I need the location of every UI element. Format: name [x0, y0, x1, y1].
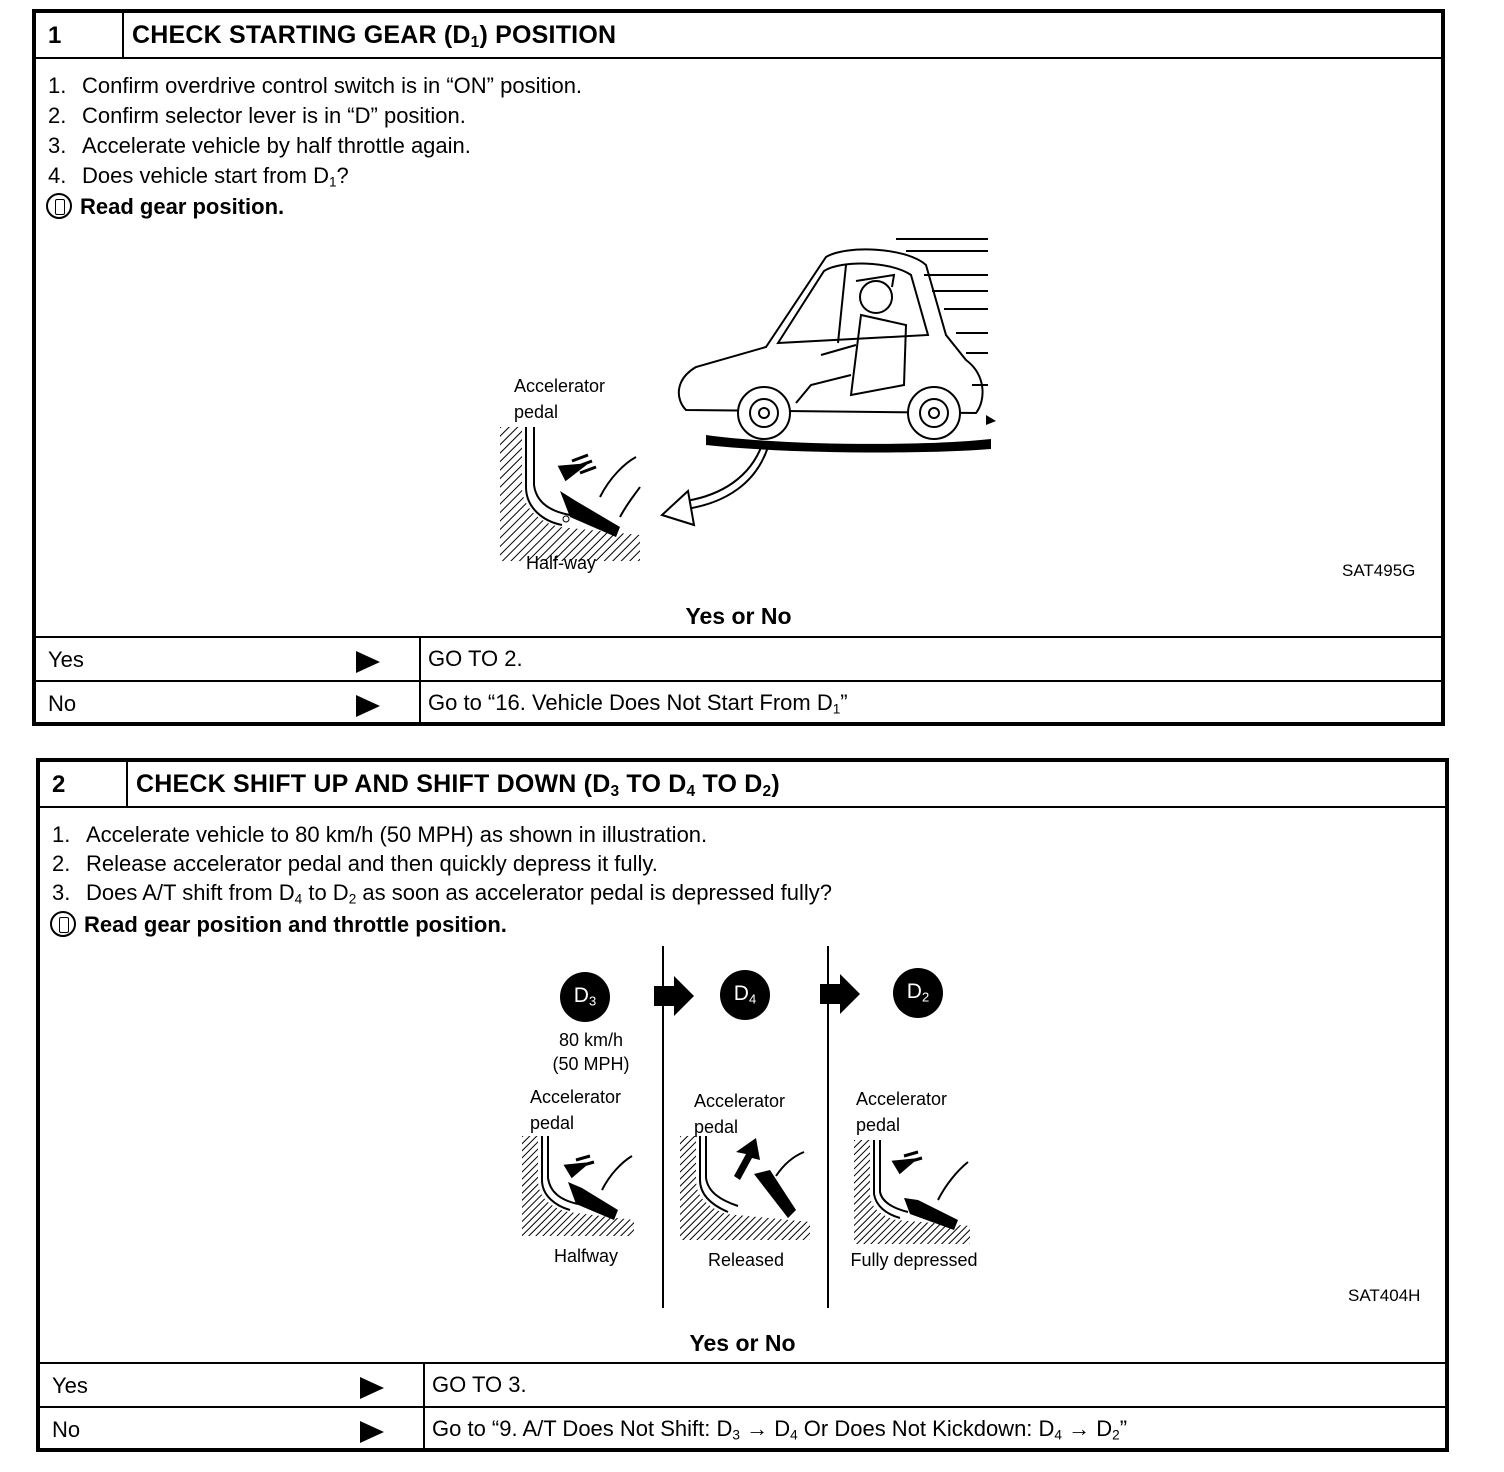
arrow-right-icon: [360, 1377, 384, 1399]
shift-arrow-icon: [654, 976, 694, 1016]
consult-icon: [46, 193, 72, 219]
answer-action: GO TO 3.: [432, 1372, 527, 1397]
instruction-item: 1.Confirm overdrive control switch is in…: [48, 73, 583, 98]
pedal-state-label: Fully depressed: [850, 1250, 978, 1270]
row-divider: [419, 638, 421, 680]
arrow-right-icon: [356, 695, 380, 717]
figure-code: SAT495G: [1342, 561, 1416, 580]
speed-label: 80 km/h(50 MPH): [552, 1030, 630, 1074]
arrow-right-icon: [360, 1421, 384, 1443]
answer-row-no[interactable]: No Go to “16. Vehicle Does Not Start Fro…: [36, 680, 1441, 724]
consult-icon: [50, 911, 76, 937]
figure-divider: [662, 946, 664, 1308]
answer-action: Go to “9. A/T Does Not Shift: D3 → D4 Or…: [432, 1416, 1128, 1443]
pedal-state-label: Released: [707, 1250, 785, 1270]
consult-read-instruction: Read gear position.: [46, 193, 284, 220]
step-number: 2: [52, 771, 66, 798]
row-divider: [419, 682, 421, 724]
instruction-item: 2.Release accelerator pedal and then qui…: [52, 851, 658, 876]
answer-label: No: [52, 1417, 81, 1442]
instruction-item: 2.Confirm selector lever is in “D” posit…: [48, 103, 466, 128]
step-2-header: 2 CHECK SHIFT UP AND SHIFT DOWN (D3 TO D…: [40, 762, 1445, 808]
answer-action: Go to “16. Vehicle Does Not Start From D…: [428, 690, 848, 717]
figure-divider: [827, 946, 829, 1308]
answer-label: No: [48, 691, 77, 716]
shift-arrow-icon: [820, 974, 860, 1014]
row-divider: [423, 1364, 425, 1406]
figure-code: SAT404H: [1348, 1286, 1421, 1305]
car-illustration: [677, 238, 996, 453]
step-title: CHECK SHIFT UP AND SHIFT DOWN (D3 TO D4 …: [136, 770, 780, 800]
step-1-panel: 1 CHECK STARTING GEAR (D1) POSITION 1.Co…: [32, 9, 1445, 726]
gear-d4-badge: D4: [720, 970, 770, 1020]
step-number: 1: [48, 22, 62, 49]
step-title: CHECK STARTING GEAR (D1) POSITION: [132, 21, 617, 51]
instruction-item: 1.Accelerate vehicle to 80 km/h (50 MPH)…: [52, 822, 708, 847]
answer-label: Yes: [52, 1373, 88, 1398]
row-divider: [423, 1408, 425, 1450]
header-divider: [126, 762, 128, 806]
pedal-state-label: Halfway: [553, 1246, 619, 1266]
curved-arrow: [660, 444, 769, 527]
consult-read-instruction: Read gear position and throttle position…: [50, 911, 507, 938]
answer-row-yes[interactable]: Yes GO TO 2.: [36, 636, 1441, 680]
answer-row-yes[interactable]: Yes GO TO 3.: [40, 1362, 1445, 1406]
instruction-item: 3.Does A/T shift from D4 to D2 as soon a…: [52, 880, 832, 907]
instruction-item: 3.Accelerate vehicle by half throttle ag…: [48, 133, 471, 158]
pedal-fully-depressed-illustration: [854, 1140, 970, 1244]
gear-d3-badge: D3: [560, 972, 610, 1022]
step-1-header: 1 CHECK STARTING GEAR (D1) POSITION: [36, 13, 1441, 59]
yes-or-no-question: Yes or No: [685, 603, 792, 629]
pedal-released-illustration: [680, 1136, 810, 1240]
gear-d2-badge: D2: [893, 968, 943, 1018]
answer-row-no[interactable]: No Go to “9. A/T Does Not Shift: D3 → D4…: [40, 1406, 1445, 1450]
header-divider: [122, 13, 124, 57]
yes-or-no-question: Yes or No: [689, 1330, 796, 1356]
pedal-halfway-illustration: [500, 427, 641, 561]
pedal-halfway-illustration: [522, 1136, 634, 1236]
answer-action: GO TO 2.: [428, 646, 523, 671]
instruction-item: 4.Does vehicle start from D1?: [48, 163, 349, 190]
arrow-right-icon: [356, 651, 380, 673]
answer-label: Yes: [48, 647, 84, 672]
pedal-state-label: Half-way: [526, 553, 597, 573]
step-2-panel: 2 CHECK SHIFT UP AND SHIFT DOWN (D3 TO D…: [36, 758, 1449, 1452]
